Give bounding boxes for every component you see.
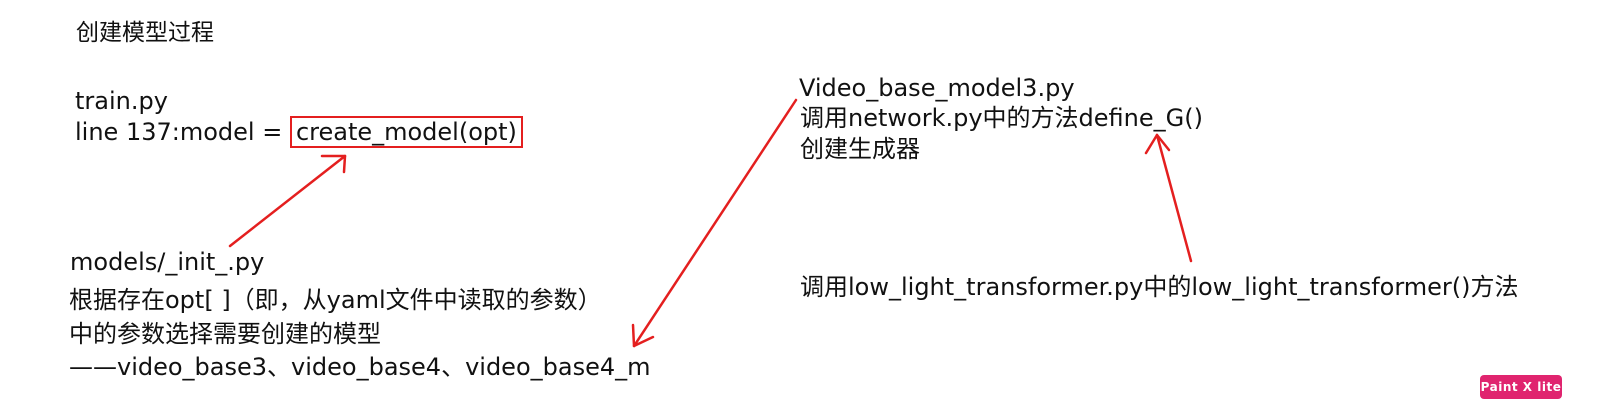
paint-x-lite-watermark: Paint X lite <box>1480 375 1562 399</box>
train-line-prefix: line 137:model = <box>75 118 290 146</box>
video-base-desc-line2: 创建生成器 <box>800 135 920 163</box>
low-light-transformer-desc: 调用low_light_transformer.py中的low_light_tr… <box>800 273 1519 301</box>
arrow-low-light-to-define-g <box>1144 133 1193 263</box>
models-init-file-label: models/_init_.py <box>70 248 265 276</box>
arrow-video-base-to-init <box>631 98 798 348</box>
arrow-init-to-create-model <box>228 154 347 248</box>
models-init-desc-line2: 中的参数选择需要创建的模型 <box>69 320 381 348</box>
video-base-file-label: Video_base_model3.py <box>799 74 1075 102</box>
train-code-line: line 137:model = create_model(opt) <box>75 116 523 148</box>
page-title: 创建模型过程 <box>76 20 214 46</box>
video-base-desc-line1: 调用network.py中的方法define_G() <box>800 104 1203 132</box>
train-file-label: train.py <box>75 87 168 115</box>
create-model-call-box: create_model(opt) <box>289 116 523 148</box>
models-init-desc-line3: ——video_base3、video_base4、video_base4_m <box>69 353 651 381</box>
models-init-desc-line1: 根据存在opt[ ]（即，从yaml文件中读取的参数） <box>69 286 602 314</box>
